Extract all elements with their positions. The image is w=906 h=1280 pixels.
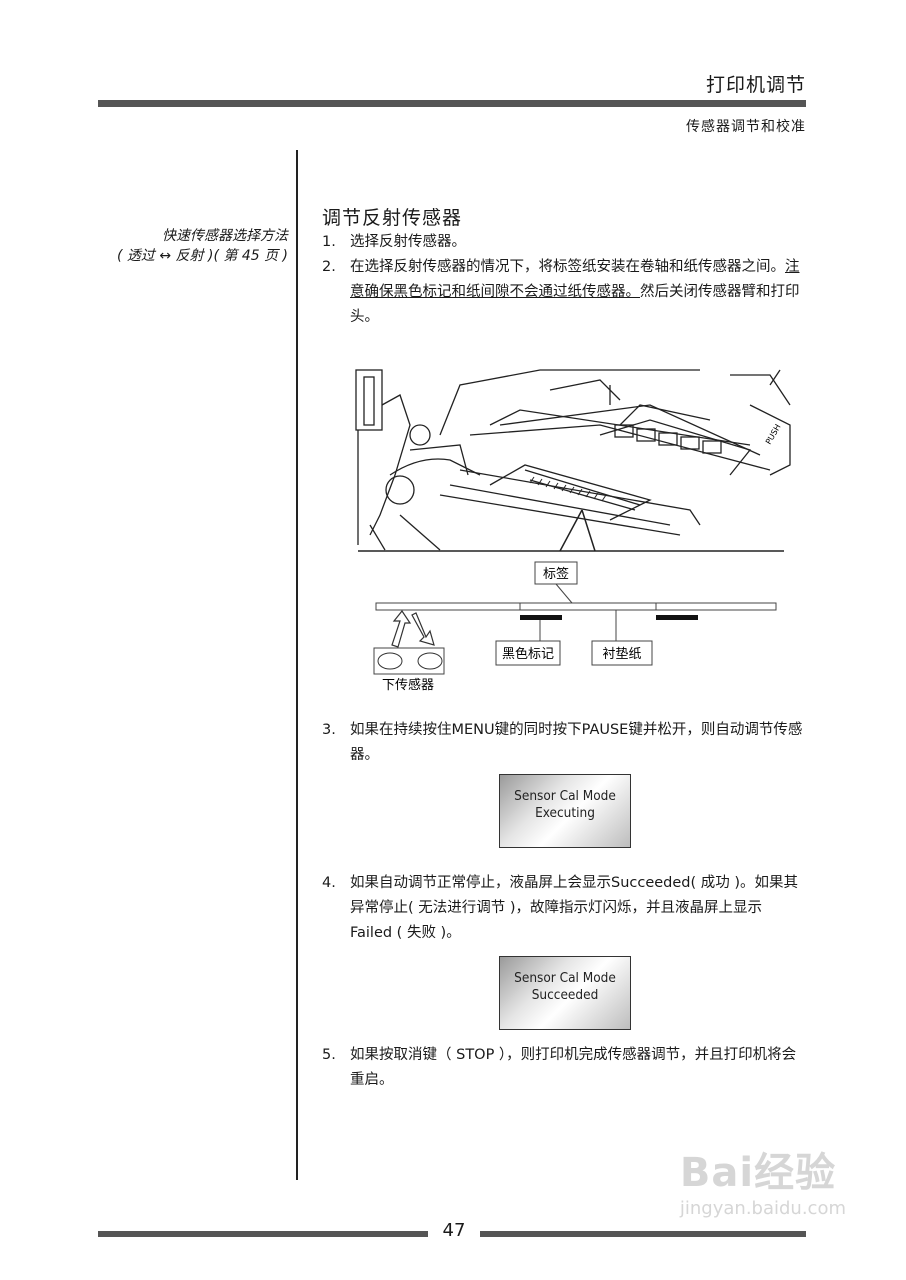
- platen-ribs-illustration: [529, 476, 607, 502]
- step-number: 4.: [322, 875, 336, 891]
- black-mark: [520, 615, 562, 620]
- baidu-watermark: Bai经验 jingyan.baidu.com: [680, 1140, 846, 1219]
- lcd-line1: Sensor Cal Mode: [514, 970, 616, 986]
- step-5: 5. 如果按取消键（ STOP ），则打印机完成传感器调节，并且打印机将会重启。: [322, 1043, 808, 1093]
- footer-rule-left: [98, 1231, 428, 1237]
- footer-rule-right: [480, 1231, 806, 1237]
- step-text-part: 在选择反射传感器的情况下，将标签纸安装在卷轴和纸传感器之间。: [350, 259, 785, 275]
- lcd-display-executing: Sensor Cal Mode Executing: [499, 774, 631, 848]
- step-number: 2.: [322, 259, 336, 275]
- lcd-line1: Sensor Cal Mode: [514, 788, 616, 804]
- step-number: 3.: [322, 722, 336, 738]
- column-divider: [296, 150, 298, 1180]
- black-mark-callout-text: 黑色标记: [502, 646, 554, 662]
- side-note-line2: ( 透过 ↔ 反射 )( 第 45 页 ): [117, 248, 288, 264]
- side-note-line1: 快速传感器选择方法: [162, 228, 288, 244]
- lcd-line2: Executing: [535, 805, 595, 821]
- black-mark-callout-box: [495, 640, 561, 666]
- step-text-warning: 注意确保黑色标记和纸间隙不会通过纸传感器。: [350, 259, 800, 300]
- zoom-callout-lines: [559, 509, 596, 552]
- step-1: 1. 选择反射传感器。: [322, 230, 808, 255]
- label-pointer: [555, 583, 573, 604]
- sensor-receiver: [417, 652, 443, 670]
- step-text: 如果按取消键（ STOP ），则打印机完成传感器调节，并且打印机将会重启。: [350, 1047, 797, 1088]
- arrow-up-icon: [391, 609, 412, 648]
- watermark-url: jingyan.baidu.com: [679, 1198, 846, 1219]
- lcd-line2: Succeeded: [531, 987, 599, 1003]
- lcd-display-succeeded: Sensor Cal Mode Succeeded: [499, 956, 631, 1030]
- step-text: 如果自动调节正常停止，液晶屏上会显示Succeeded( 成功 )。如果其异常停…: [350, 875, 799, 941]
- page-header-title: 打印机调节: [705, 74, 806, 96]
- step-text: 如果在持续按住MENU键的同时按下PAUSE键并松开，则自动调节传感器。: [350, 722, 803, 763]
- lower-sensor-label: 下传感器: [382, 677, 434, 693]
- side-note: 快速传感器选择方法 ( 透过 ↔ 反射 )( 第 45 页 ): [98, 226, 288, 266]
- watermark-brand: Bai经验: [679, 1150, 837, 1196]
- page-header-subtitle: 传感器调节和校准: [686, 119, 806, 135]
- step-text: 在选择反射传感器的情况下，将标签纸安装在卷轴和纸传感器之间。注意确保黑色标记和纸…: [350, 255, 808, 330]
- step-2: 2. 在选择反射传感器的情况下，将标签纸安装在卷轴和纸传感器之间。注意确保黑色标…: [322, 255, 808, 330]
- header-rule: [98, 100, 806, 107]
- push-label: PUSH: [764, 423, 783, 446]
- black-mark: [656, 615, 698, 620]
- step-text: 选择反射传感器。: [350, 234, 466, 250]
- liner-strip: [375, 602, 777, 611]
- step-number: 5.: [322, 1047, 336, 1063]
- liner-callout-box: [591, 640, 653, 666]
- step-4: 4. 如果自动调节正常停止，液晶屏上会显示Succeeded( 成功 )。如果其…: [322, 871, 808, 946]
- liner-callout-text: 衬垫纸: [602, 646, 641, 662]
- label-callout-text: 标签: [543, 566, 569, 582]
- sensor-diagram: PUSH 标签 黑色标记 衬垫纸 下传感器: [355, 369, 791, 693]
- section-title: 调节反射传感器: [322, 207, 463, 229]
- step-number: 1.: [322, 234, 336, 250]
- arrow-down-icon: [411, 612, 435, 646]
- step-3: 3. 如果在持续按住MENU键的同时按下PAUSE键并松开，则自动调节传感器。: [322, 718, 808, 768]
- step-text-part: 然后关闭传感器臂和打印头。: [350, 284, 800, 325]
- sensor-emitter: [377, 652, 403, 670]
- printer-mechanism-illustration: [355, 369, 791, 551]
- page-number: 47: [442, 1220, 466, 1241]
